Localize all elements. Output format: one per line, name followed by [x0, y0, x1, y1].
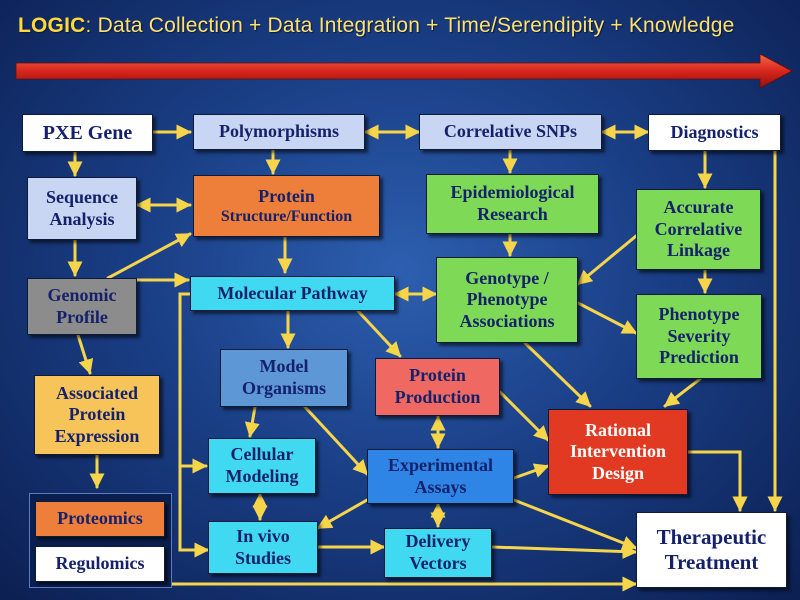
- node-polymorphisms: Polymorphisms: [193, 114, 365, 150]
- title-logic: LOGIC: [18, 14, 86, 37]
- node-diagnostics: Diagnostics: [648, 114, 781, 151]
- node-pxe-gene: PXE Gene: [22, 114, 153, 152]
- banner-arrow: [15, 53, 793, 89]
- node-regulomics: Regulomics: [35, 546, 165, 582]
- node-proteomics: Proteomics: [35, 501, 165, 537]
- node-molecular-pathway: Molecular Pathway: [190, 276, 395, 311]
- title-text: Data Collection + Data Integration + Tim…: [97, 14, 735, 37]
- slide-title: LOGIC: Data Collection + Data Integratio…: [18, 14, 735, 37]
- node-correlative-snps: Correlative SNPs: [419, 114, 602, 150]
